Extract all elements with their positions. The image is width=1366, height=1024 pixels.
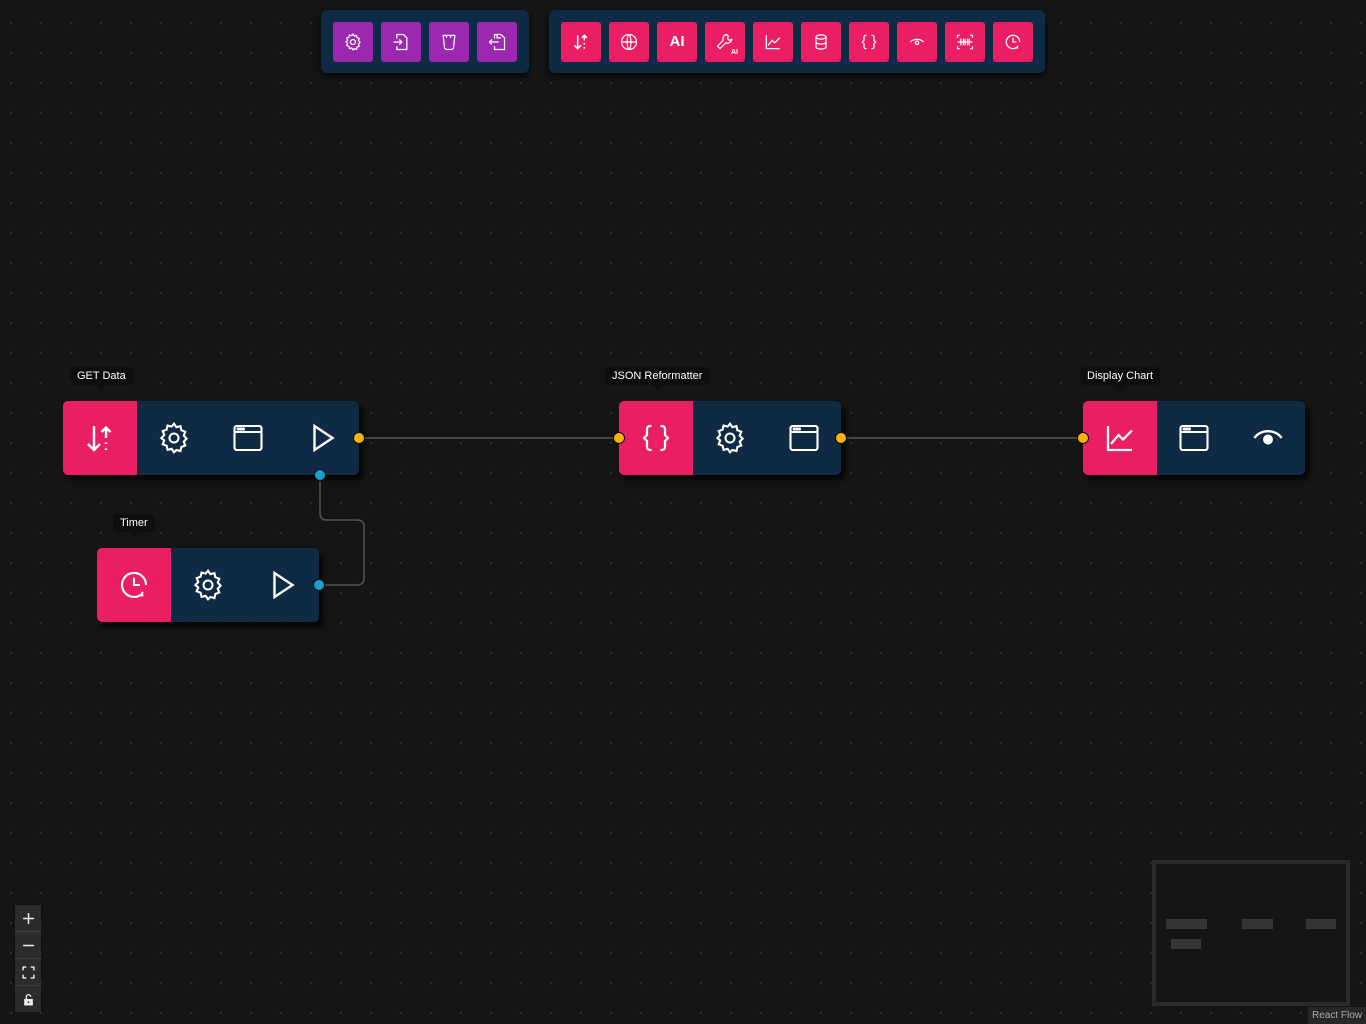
minimap[interactable]: [1152, 860, 1350, 1006]
wrench-ai-label: AI: [731, 48, 738, 56]
node-display-chart-body: [1157, 401, 1305, 475]
node-display-chart-view-button[interactable]: [1231, 401, 1305, 475]
add-display-node-button[interactable]: [897, 21, 937, 62]
node-display-chart-type-button[interactable]: [1083, 401, 1157, 475]
file-import-icon: [393, 33, 408, 50]
node-display-chart[interactable]: [1077, 401, 1305, 475]
barcode-scan-icon: [956, 34, 974, 49]
braces-icon: [642, 424, 670, 452]
unlock-icon: [23, 993, 33, 1005]
node-timer-run-button[interactable]: [245, 548, 319, 622]
gear-icon: [159, 422, 189, 454]
gear-icon: [345, 32, 361, 51]
node-json-reformatter[interactable]: [613, 401, 847, 475]
clock-refresh-icon: [1005, 34, 1021, 49]
minimap-node-display-chart: [1306, 919, 1336, 929]
node-json-reformatter-settings-button[interactable]: [693, 401, 767, 475]
file-toolbar: [321, 10, 529, 73]
ai-text-icon: AI: [669, 33, 685, 50]
attribution-link[interactable]: React Flow: [1307, 1007, 1366, 1024]
line-chart-icon: [765, 34, 781, 49]
node-get-data-trigger-handle[interactable]: [314, 469, 326, 481]
node-get-data-type-button[interactable]: [63, 401, 137, 475]
minimap-node-json-reformatter: [1242, 919, 1273, 929]
plus-icon: [22, 912, 34, 924]
add-ai-tool-node-button[interactable]: AI: [705, 21, 745, 62]
node-label-timer: Timer: [113, 514, 155, 537]
node-timer-settings-button[interactable]: [171, 548, 245, 622]
wrench-ai-icon: [716, 33, 733, 49]
browser-window-icon: [789, 424, 819, 452]
node-timer-type-button[interactable]: [97, 548, 171, 622]
node-json-reformatter-output-handle[interactable]: [835, 432, 847, 444]
add-json-node-button[interactable]: [849, 21, 889, 62]
node-display-chart-input-handle[interactable]: [1077, 432, 1089, 444]
database-icon: [815, 33, 827, 50]
eye-icon: [909, 38, 925, 45]
canvas-controls: [15, 905, 41, 1012]
node-json-reformatter-input-handle[interactable]: [613, 432, 625, 444]
browser-window-icon: [1179, 424, 1209, 452]
clear-button[interactable]: [429, 21, 469, 62]
fit-view-icon: [21, 965, 35, 979]
toggle-interactivity-button[interactable]: [15, 986, 41, 1012]
browser-window-icon: [233, 424, 263, 452]
node-label-get-data: GET Data: [70, 367, 133, 390]
zoom-in-button[interactable]: [15, 905, 41, 932]
node-timer-output-handle[interactable]: [313, 579, 325, 591]
minimap-node-get-data: [1166, 919, 1207, 929]
braces-icon: [861, 34, 877, 49]
node-json-reformatter-type-button[interactable]: [619, 401, 693, 475]
node-toolbar: AI AI: [549, 10, 1045, 73]
node-get-data[interactable]: [63, 401, 365, 481]
node-get-data-body: [137, 401, 359, 475]
arrows-up-down-icon: [573, 33, 588, 50]
node-json-reformatter-window-button[interactable]: [767, 401, 841, 475]
edge-timer-to-get-data[interactable]: [319, 476, 365, 586]
www-globe-icon: [620, 33, 638, 50]
arrows-up-down-icon: [87, 425, 112, 452]
play-icon: [273, 570, 295, 600]
node-get-data-output-handle[interactable]: [353, 432, 365, 444]
gear-icon: [193, 569, 223, 601]
line-chart-icon: [1106, 426, 1133, 452]
play-icon: [313, 423, 335, 453]
node-display-chart-window-button[interactable]: [1157, 401, 1231, 475]
import-button[interactable]: [381, 21, 421, 62]
node-label-json-reformatter: JSON Reformatter: [605, 367, 710, 390]
file-export-icon: [488, 33, 506, 50]
add-http-node-button[interactable]: [561, 21, 601, 62]
minimap-node-timer: [1171, 939, 1201, 949]
add-web-node-button[interactable]: [609, 21, 649, 62]
node-get-data-run-button[interactable]: [285, 401, 359, 475]
eye-icon: [1253, 430, 1283, 445]
settings-button[interactable]: [333, 21, 373, 62]
node-label-display-chart: Display Chart: [1080, 367, 1161, 390]
node-get-data-window-button[interactable]: [211, 401, 285, 475]
add-scanner-node-button[interactable]: [945, 21, 985, 62]
zoom-out-button[interactable]: [15, 932, 41, 959]
add-database-node-button[interactable]: [801, 21, 841, 62]
gear-icon: [715, 422, 745, 454]
node-get-data-settings-button[interactable]: [137, 401, 211, 475]
clock-refresh-icon: [121, 571, 148, 598]
fit-view-button[interactable]: [15, 959, 41, 986]
node-timer[interactable]: [97, 548, 325, 622]
add-ai-node-button[interactable]: AI: [657, 21, 697, 62]
add-timer-node-button[interactable]: [993, 21, 1033, 62]
trash-icon: [442, 34, 456, 50]
export-button[interactable]: [477, 21, 517, 62]
minus-icon: [22, 944, 34, 946]
node-timer-body: [171, 548, 319, 622]
add-chart-node-button[interactable]: [753, 21, 793, 62]
node-json-reformatter-body: [693, 401, 841, 475]
